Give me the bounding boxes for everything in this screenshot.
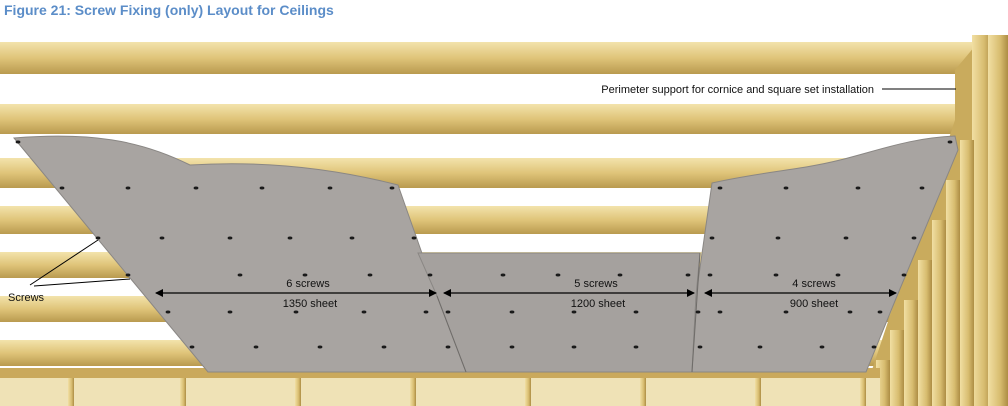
screw-mark [697, 345, 703, 349]
screw-mark [165, 310, 171, 314]
sheet-2-size-label: 1200 sheet [571, 298, 625, 310]
screw-mark [847, 310, 853, 314]
screw-mark [367, 273, 373, 277]
figure-title: Figure 21: Screw Fixing (only) Layout fo… [4, 2, 334, 18]
screw-mark [773, 273, 779, 277]
screw-mark [423, 310, 429, 314]
screw-mark [349, 236, 355, 240]
screw-mark [947, 140, 953, 144]
screw-mark [819, 345, 825, 349]
screw-mark [293, 310, 299, 314]
screw-mark [237, 273, 243, 277]
screw-mark [617, 273, 623, 277]
sheet-3-screws-label: 4 screws [792, 278, 836, 290]
screw-mark [843, 236, 849, 240]
screw-mark [871, 345, 877, 349]
plasterboard-sheets [13, 135, 959, 373]
screws-leader-line [29, 239, 99, 286]
screw-mark [427, 273, 433, 277]
screw-mark [911, 236, 917, 240]
screw-mark [509, 310, 515, 314]
screw-mark [757, 345, 763, 349]
screw-mark [509, 345, 515, 349]
screw-mark [717, 310, 723, 314]
screw-mark [193, 186, 199, 190]
screw-mark [919, 186, 925, 190]
screw-mark [253, 345, 259, 349]
screw-mark [633, 345, 639, 349]
wall-frame [0, 368, 880, 406]
screw-mark [227, 310, 233, 314]
screw-mark [633, 310, 639, 314]
sheet-1350 [13, 135, 467, 373]
sheet-1200 [417, 252, 701, 373]
screw-mark [125, 186, 131, 190]
screw-mark [361, 310, 367, 314]
screw-mark [445, 310, 451, 314]
sheet-1-size-label: 1350 sheet [283, 298, 337, 310]
screw-mark [445, 345, 451, 349]
sheet-3-size-label: 900 sheet [790, 298, 838, 310]
screw-mark [571, 345, 577, 349]
screw-mark [695, 310, 701, 314]
screw-mark [381, 345, 387, 349]
screw-mark [709, 236, 715, 240]
screw-dots [15, 140, 953, 349]
screws-label: Screws [8, 292, 45, 304]
screw-mark [717, 186, 723, 190]
screw-mark [389, 186, 395, 190]
screw-mark [327, 186, 333, 190]
screw-mark [15, 140, 21, 144]
screw-mark [775, 236, 781, 240]
screw-mark [287, 236, 293, 240]
screw-mark [411, 236, 417, 240]
batten [0, 42, 980, 74]
screw-mark [877, 310, 883, 314]
screw-mark [317, 345, 323, 349]
screw-mark [571, 310, 577, 314]
sheet-1-screws-label: 6 screws [286, 278, 330, 290]
screw-mark [783, 186, 789, 190]
screw-mark [855, 186, 861, 190]
sheet-2-screws-label: 5 screws [574, 278, 618, 290]
screw-mark [259, 186, 265, 190]
screw-mark [500, 273, 506, 277]
sheet-900 [691, 135, 959, 373]
screw-mark [125, 273, 131, 277]
screw-mark [302, 273, 308, 277]
screw-mark [95, 236, 101, 240]
screw-mark [783, 310, 789, 314]
screw-mark [227, 236, 233, 240]
screws-leader-line [33, 278, 131, 287]
perimeter-framing [860, 35, 1008, 406]
screw-mark [555, 273, 561, 277]
screw-mark [901, 273, 907, 277]
batten [0, 104, 975, 134]
screw-mark [159, 236, 165, 240]
screw-mark [835, 273, 841, 277]
screw-mark [685, 273, 691, 277]
screw-mark [59, 186, 65, 190]
perimeter-support-label: Perimeter support for cornice and square… [601, 84, 874, 96]
screw-mark [707, 273, 713, 277]
screw-mark [189, 345, 195, 349]
